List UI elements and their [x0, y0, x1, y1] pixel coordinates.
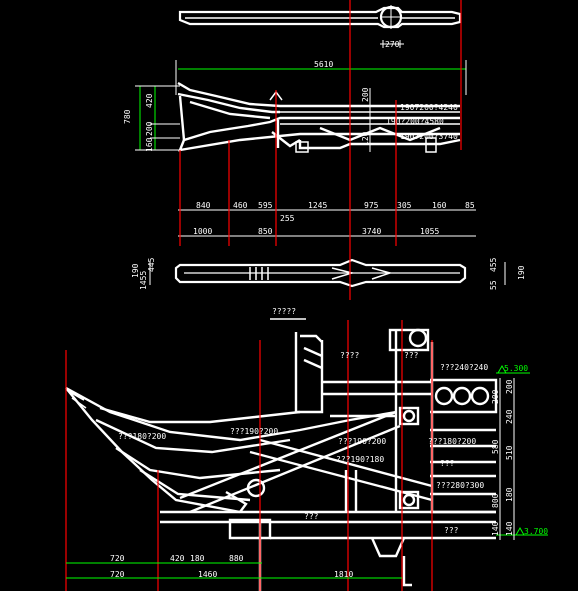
dim-595-text: 595 — [258, 201, 273, 210]
dim-small-200-text: 200 — [361, 87, 370, 102]
dim-1055-text: 1055 — [420, 227, 439, 236]
plan-dim-190-text: 190 — [131, 263, 140, 278]
elevation-dim-row-1-texts: 840 460 595 1245 975 305 160 85 255 — [196, 201, 475, 223]
rdim-800: 800 — [491, 493, 500, 508]
dim-850-text: 850 — [258, 227, 273, 236]
plan-dim-55-text: 55 — [489, 280, 498, 290]
plan-left-dims: 190 1455 445 — [131, 257, 156, 290]
label-top-mid: ??? — [404, 351, 419, 360]
label-top-left: ???? — [340, 351, 359, 360]
rebar-labels: 1907200?4240 190?200?4580 190?200?3740 — [369, 88, 458, 152]
plan-dim-455-text: 455 — [489, 257, 498, 272]
level-top-text: 5.300 — [504, 364, 528, 373]
detail-structure — [65, 328, 498, 591]
plan-right-dims: 455 55 190 — [489, 257, 526, 290]
rdim-200b: 200 — [505, 379, 514, 394]
dim-small-120-text: 120 — [361, 131, 370, 146]
section-title-text: ????? — [272, 307, 296, 316]
dim-975-text: 975 — [364, 201, 379, 210]
rdim-200a: 200 — [491, 389, 500, 404]
level-bottom: 3.700 — [496, 526, 548, 536]
plan-dim-1455-text: 1455 — [139, 271, 148, 290]
rdim-140a: 140 — [491, 521, 500, 536]
dim-160-text: 160 — [145, 137, 154, 152]
dim-270-text: 270 — [385, 40, 400, 49]
section-title: ????? — [270, 307, 306, 320]
detail-bottom-dims: 720 420 180 880 720 1460 1810 — [66, 554, 402, 579]
label-mid-beam: ???190?200 — [230, 427, 278, 436]
elevation-left-dims — [135, 85, 184, 151]
bdim-180: 180 — [190, 554, 205, 563]
dim-270: 270 — [380, 40, 404, 49]
dim-160-row-text: 160 — [432, 201, 447, 210]
label-bottom-right-2: ??? — [444, 526, 459, 535]
dim-3740-text: 3740 — [362, 227, 381, 236]
detail-labels: ???? ??? ???240?240 ???180?200 ???190?20… — [118, 351, 488, 535]
rdim-180: 180 — [505, 487, 514, 502]
rdim-140b: 140 — [505, 521, 514, 536]
top-plan-view — [178, 5, 462, 29]
dim-85-text: 85 — [465, 201, 475, 210]
dim-5610-text: 5610 — [314, 60, 333, 69]
detail-right-dims: 200 200 240 580 510 180 800 140 140 — [491, 378, 515, 540]
label-brace-1: ???190?200 — [338, 437, 386, 446]
bdim-720b: 720 — [110, 570, 125, 579]
dim-305-text: 305 — [397, 201, 412, 210]
plan-dim-445-text: 445 — [147, 257, 156, 272]
label-bottom-mid: ??? — [304, 512, 319, 521]
label-node-2: ??? — [440, 459, 455, 468]
plan-view — [174, 258, 467, 288]
rdim-580: 580 — [491, 439, 500, 454]
bdim-420: 420 — [170, 554, 185, 563]
dim-840-text: 840 — [196, 201, 211, 210]
plan-dim-190-right-text: 190 — [517, 265, 526, 280]
dim-460-text: 460 — [233, 201, 248, 210]
rebar-label-1: 1907200?4240 — [400, 103, 458, 112]
rdim-240: 240 — [505, 409, 514, 424]
dim-overall-length: 5610 — [175, 60, 467, 95]
dim-255-text: 255 — [280, 214, 295, 223]
dim-1000-text: 1000 — [193, 227, 212, 236]
dim-200-text: 200 — [145, 121, 154, 136]
label-node-1: ???180?200 — [428, 437, 476, 446]
label-brace-2: ???190?180 — [336, 455, 384, 464]
rebar-label-3: 190?200?3740 — [400, 132, 458, 141]
elevation-truss — [177, 81, 461, 153]
label-bottom-right: ???280?300 — [436, 481, 484, 490]
bdim-720a: 720 — [110, 554, 125, 563]
red-axis-lines — [65, 0, 462, 591]
dim-780-text: 780 — [123, 109, 132, 124]
dim-1245-text: 1245 — [308, 201, 327, 210]
level-bottom-text: 3.700 — [524, 527, 548, 536]
rdim-510: 510 — [505, 445, 514, 460]
elevation-dim-row-2-texts: 1000 850 3740 1055 — [193, 227, 439, 236]
label-left-member: ???180?200 — [118, 432, 166, 441]
bdim-880: 880 — [229, 554, 244, 563]
bdim-1460: 1460 — [198, 570, 217, 579]
label-top-right: ???240?240 — [440, 363, 488, 372]
dim-420-text: 420 — [145, 93, 154, 108]
level-top: 5.300 — [496, 364, 530, 374]
rebar-label-2: 190?200?4580 — [386, 117, 444, 126]
elevation-left-dim-texts: 780 420 200 160 200 120 — [123, 87, 370, 152]
bdim-1810: 1810 — [334, 570, 353, 579]
